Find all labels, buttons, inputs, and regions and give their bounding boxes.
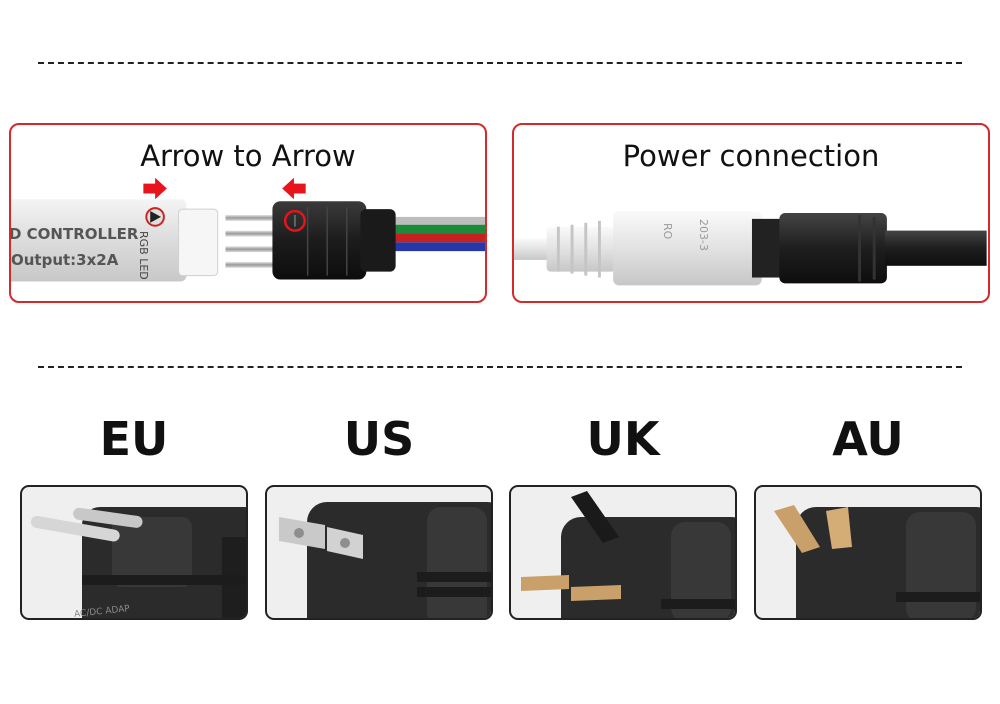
power-jack-photo — [514, 211, 987, 286]
panel-title: Power connection — [622, 139, 880, 173]
au-plug-icon — [774, 505, 980, 618]
us-plug-icon — [279, 502, 491, 618]
arrow-right-icon — [143, 177, 167, 200]
plug-label-au: AU — [832, 412, 904, 466]
controller-output-label: Output:3x2A — [11, 251, 119, 269]
plug-card-us — [265, 485, 493, 620]
arrow-to-arrow-panel: Arrow to Arrow D CONTROLLER Output:3x2A … — [9, 123, 487, 303]
plug-card-au — [754, 485, 982, 620]
jack-marking-2: 203-3 — [697, 219, 710, 251]
panel-title: Arrow to Arrow — [140, 139, 356, 173]
controller-side-label: RGB LED — [137, 231, 150, 280]
jack-marking-1: RO — [661, 223, 674, 240]
rgb-connector-photo — [11, 177, 485, 282]
arrow-left-icon — [282, 177, 306, 200]
plug-card-uk — [509, 485, 737, 620]
eu-plug-icon — [30, 507, 246, 618]
plug-card-eu: AC/DC ADAP — [20, 485, 248, 620]
plug-label-eu: EU — [99, 412, 169, 466]
controller-label: D CONTROLLER — [9, 225, 139, 243]
plug-label-us: US — [343, 412, 415, 466]
middle-dashed-divider — [38, 366, 962, 368]
uk-plug-icon — [521, 491, 735, 618]
power-connection-panel: Power connection RO 203-3 — [512, 123, 990, 303]
top-dashed-divider — [38, 62, 962, 64]
plug-label-uk: UK — [586, 412, 660, 466]
